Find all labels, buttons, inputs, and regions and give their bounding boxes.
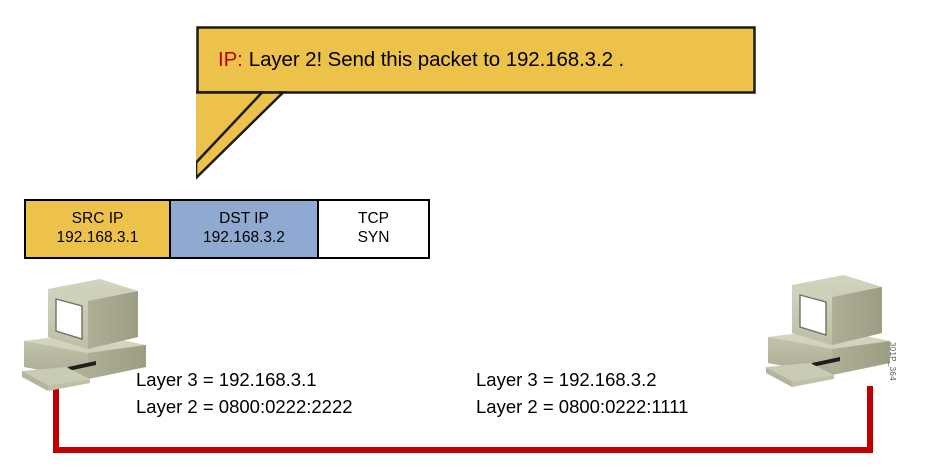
- left-layer3-label: Layer 3 = 192.168.3.1: [136, 369, 317, 390]
- host-label-right: Layer 3 = 192.168.3.2 Layer 2 = 0800:022…: [476, 366, 688, 421]
- packet-tcp-value: SYN: [357, 229, 390, 246]
- callout-prefix-label: IP:: [218, 48, 243, 71]
- chassis-right-face: [832, 341, 890, 375]
- ip-callout: IP: Layer 2! Send this packet to 192.168…: [196, 26, 756, 206]
- cable-path: [53, 386, 873, 453]
- network-cable: [53, 386, 873, 453]
- keyboard: [22, 367, 90, 385]
- callout-text: IP: Layer 2! Send this packet to 192.168…: [218, 38, 738, 82]
- right-layer3-label: Layer 3 = 192.168.3.2: [476, 369, 657, 390]
- packet-src-value: 192.168.3.1: [56, 229, 139, 246]
- packet-segment-dst-ip: DST IP 192.168.3.2: [171, 201, 319, 257]
- packet-dst-title: DST IP: [219, 210, 269, 228]
- chassis-right-face: [88, 345, 146, 379]
- right-layer2-label: Layer 2 = 0800:0222:1111: [476, 396, 689, 418]
- monitor-side: [832, 287, 882, 345]
- packet-segment-tcp: TCP SYN: [319, 201, 428, 257]
- callout-shape: [196, 26, 756, 180]
- drive-slot: [812, 357, 840, 367]
- host-label-left: Layer 3 = 192.168.3.1 Layer 2 = 0800:022…: [136, 366, 353, 421]
- keyboard-edge: [22, 371, 48, 391]
- callout-body: [196, 26, 756, 94]
- callout-tail-point: [196, 91, 265, 165]
- callout-message: Layer 2! Send this packet to 192.168.3.2…: [248, 48, 625, 71]
- packet-src-title: SRC IP: [71, 210, 124, 228]
- packet-diagram: SRC IP 192.168.3.1 DST IP 192.168.3.2 TC…: [24, 199, 430, 259]
- computer-icon-right: [766, 275, 890, 387]
- monitor-screen: [799, 294, 827, 336]
- left-layer2-label: Layer 2 = 0800:0222:2222: [136, 396, 353, 418]
- keyboard: [766, 363, 834, 381]
- packet-tcp-title: TCP: [358, 210, 389, 228]
- keyboard-front: [48, 379, 90, 391]
- packet-dst-value: 192.168.3.2: [203, 229, 285, 246]
- drive-slot: [68, 361, 96, 371]
- monitor-screen: [55, 298, 83, 340]
- computer-icon-left: [22, 279, 146, 391]
- figure-id-watermark: 301P_364: [888, 342, 897, 381]
- packet-segment-src-ip: SRC IP 192.168.3.1: [26, 201, 171, 257]
- keyboard-front: [792, 375, 834, 387]
- monitor-side: [88, 291, 138, 349]
- keyboard-edge: [766, 367, 792, 387]
